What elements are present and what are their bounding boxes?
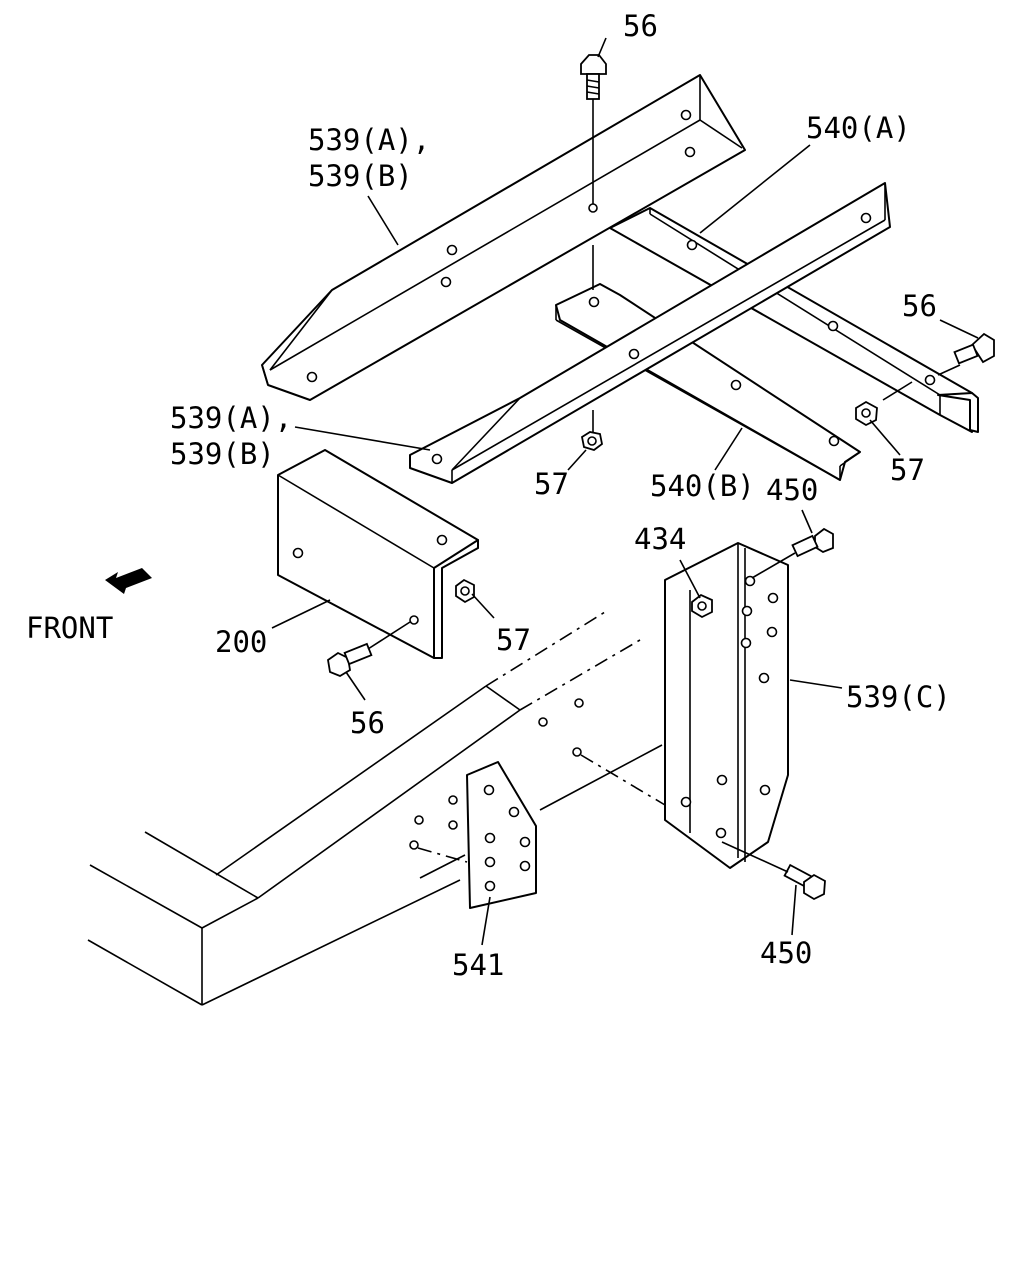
callout-434: 434 [634, 522, 686, 556]
bolt-56-bottom [327, 621, 411, 678]
callout-57-center: 57 [534, 467, 569, 501]
bolt-450-bottom [721, 841, 826, 901]
callout-57-right: 57 [890, 453, 925, 487]
callout-540a: 540(A) [806, 111, 911, 145]
callout-539ab-lower-line1: 539(A), [170, 401, 292, 435]
angle-rail-539ab-upper [261, 74, 746, 401]
callout-200: 200 [215, 625, 267, 659]
callout-450-top: 450 [766, 473, 818, 507]
nut-57-right [855, 400, 878, 427]
frame-rail [87, 611, 665, 1006]
leader-lines [271, 37, 979, 946]
nut-434 [691, 593, 713, 619]
bolt-56-right [882, 332, 995, 401]
callout-56-right: 56 [902, 289, 937, 323]
angle-rail-539ab-lower [409, 182, 891, 484]
callout-539c: 539(C) [846, 680, 951, 714]
callout-540b: 540(B) [650, 469, 755, 503]
bracket-200 [277, 449, 479, 659]
bolt-56-top [580, 54, 607, 432]
crossmember-540a [609, 207, 979, 433]
callout-57-left: 57 [496, 623, 531, 657]
callout-539ab-upper-line1: 539(A), [308, 123, 430, 157]
front-arrow-icon [105, 568, 152, 594]
callout-539ab-upper-line2: 539(B) [308, 159, 413, 193]
bolt-450-top [751, 527, 834, 579]
front-label: FRONT [26, 611, 113, 645]
callout-541: 541 [452, 948, 504, 982]
callout-56-bottom: 56 [350, 706, 385, 740]
callout-450-bottom: 450 [760, 936, 812, 970]
callout-56-top: 56 [623, 9, 658, 43]
nut-57-left [455, 578, 475, 604]
nut-57-center [580, 431, 603, 451]
bracket-539c [664, 542, 789, 869]
plate-541 [466, 761, 537, 909]
callout-539ab-lower-line2: 539(B) [170, 437, 275, 471]
